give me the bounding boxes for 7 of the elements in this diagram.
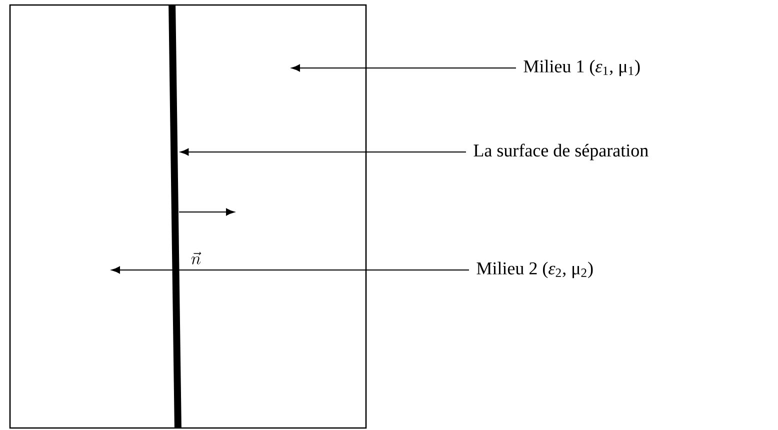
leader-arrow [180, 148, 466, 156]
medium-label: La surface de séparation [474, 144, 648, 160]
medium-label: Milieu 1 (ε$_{1}$, μ$_{1}$) [524, 60, 640, 76]
vector-label: $\vec{n}$ [191, 252, 202, 264]
leader-arrow [111, 266, 470, 274]
medium-label: Milieu 2 (ε$_{2}$, μ$_{2}$) [476, 262, 593, 278]
leader-arrow [291, 64, 516, 72]
